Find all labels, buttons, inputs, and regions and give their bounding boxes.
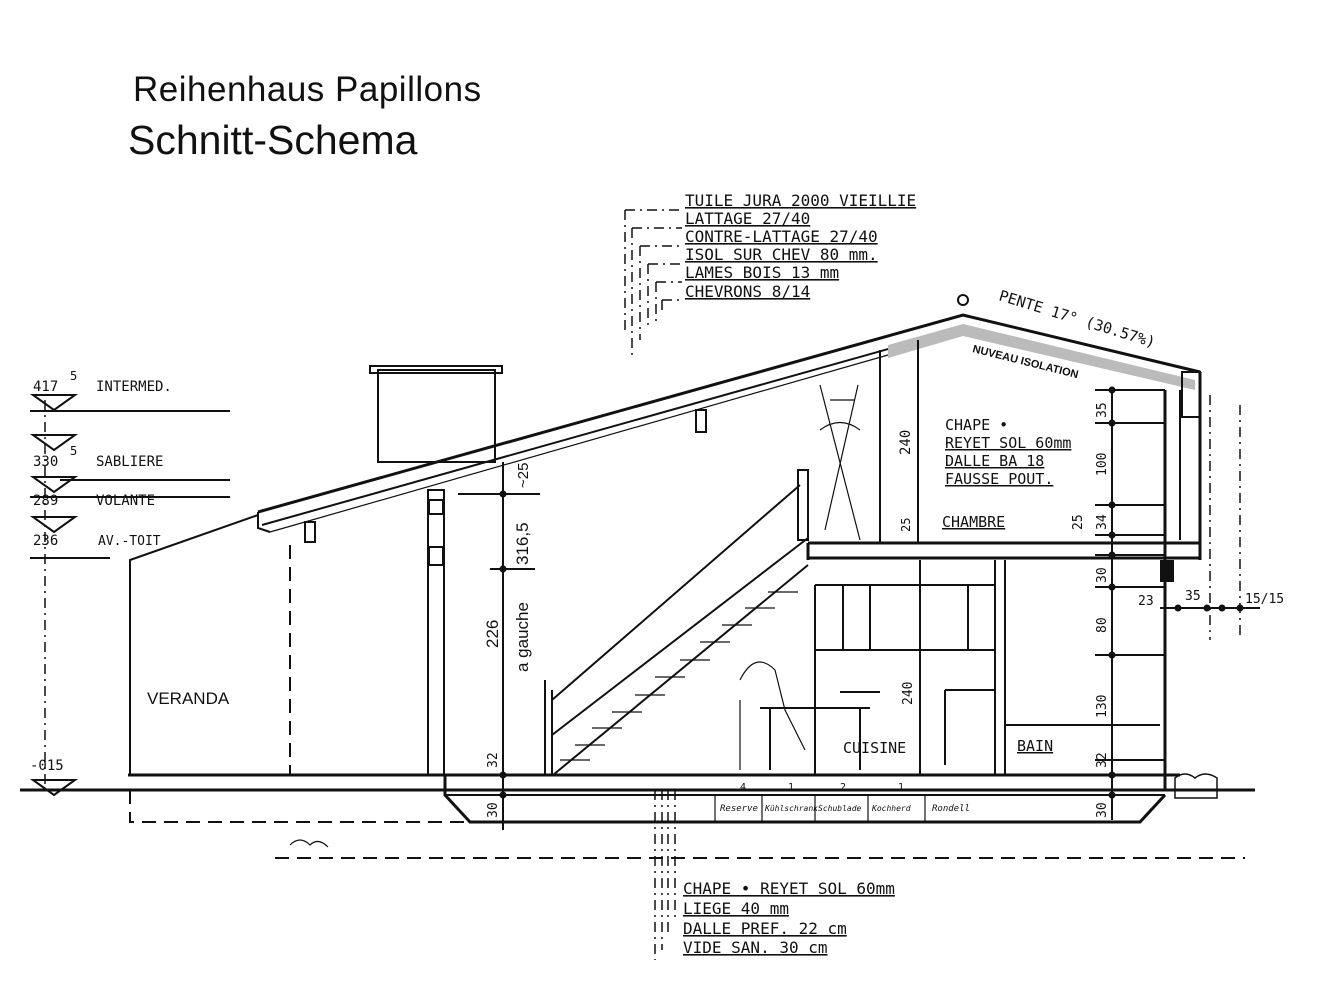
level-value: 330 <box>33 454 58 470</box>
dim-226: 226 <box>483 620 502 648</box>
staircase <box>544 469 809 776</box>
ground-floor: 240 CUISINE BAIN <box>739 560 1160 775</box>
chimney <box>377 369 496 463</box>
wall-dim: 35 <box>1185 589 1201 604</box>
room-label-cuisine: CUISINE <box>843 739 906 757</box>
dim-value: 80 <box>1095 617 1110 633</box>
dim-value: 30 <box>1095 802 1110 818</box>
level-label: AV.-TOIT <box>98 534 161 549</box>
dim-316-5: 316,5 <box>513 522 532 565</box>
dim-25: ~25 <box>515 463 532 488</box>
floor-layer-label: DALLE BA 18 <box>945 452 1044 470</box>
level-value: 236 <box>33 533 58 549</box>
cell-number: 1 <box>788 782 794 793</box>
veranda: VERANDA <box>129 489 445 776</box>
ground-layer-label: LIEGE 40 mm <box>683 899 789 918</box>
dim-value: 25 <box>1071 514 1086 530</box>
dim-value: 32 <box>1095 752 1110 768</box>
room-label-bain: BAIN <box>1017 737 1053 755</box>
roof-layer-label: TUILE JURA 2000 VIEILLIE <box>685 191 916 210</box>
roof-layer-labels: TUILE JURA 2000 VIEILLIE LATTAGE 27/40 C… <box>624 191 916 360</box>
level-label: INTERMED. <box>96 379 172 395</box>
dim-25-left: 25 <box>899 518 913 532</box>
cell-label: Kochherd <box>871 804 911 813</box>
roof-layer-label: ISOL SUR CHEV 80 mm. <box>685 245 878 264</box>
dim-value: 35 <box>1095 402 1110 418</box>
dim-a-gauche: a gauche <box>513 602 532 672</box>
level-sup: 5 <box>70 369 77 383</box>
cell-label: Reserve <box>720 804 758 814</box>
dim-value: 130 <box>1095 695 1110 718</box>
cell-number: 1 <box>898 782 904 793</box>
room-label-chambre: CHAMBRE <box>942 513 1005 531</box>
level-markers: 417 5 INTERMED. 330 5 SABLIERE 289 VOLAN… <box>29 369 230 797</box>
dim-30: 30 <box>486 802 501 818</box>
cell-number: 4 <box>740 782 746 793</box>
floor-layer-label: CHAPE • <box>945 416 1008 434</box>
ground-layer-labels: CHAPE • REYET SOL 60mm LIEGE 40 mm DALLE… <box>683 879 895 957</box>
wall-dim: 15/15 <box>1245 592 1284 607</box>
level-value: -015 <box>30 758 64 774</box>
floor-layer-label: REYET SOL 60mm <box>945 434 1071 452</box>
right-dimension-chain: 35 100 34 25 30 80 130 32 30 23 35 15/15 <box>1071 386 1284 820</box>
drawing-title: Reihenhaus Papillons <box>133 70 482 109</box>
cell-label: Schublade <box>818 804 862 813</box>
room-label-veranda: VERANDA <box>147 689 230 708</box>
dim-value: 34 <box>1095 514 1110 530</box>
dim-value: 100 <box>1095 453 1110 476</box>
upper-floor: CHAPE • REYET SOL 60mm DALLE BA 18 FAUSS… <box>806 340 1241 790</box>
person-figure <box>819 384 861 541</box>
cellar-cells: 4 Reserve 1 Kühlschrank 2 Schublade 1 Ko… <box>720 782 970 814</box>
level-label: VOLANTE <box>96 493 155 509</box>
level-label: SABLIERE <box>96 454 163 470</box>
roof-layer-label: CONTRE-LATTAGE 27/40 <box>685 227 878 246</box>
dim-value: 30 <box>1095 567 1110 583</box>
ground-layer-label: DALLE PREF. 22 cm <box>683 919 847 938</box>
ground-layer-label: CHAPE • REYET SOL 60mm <box>683 879 895 898</box>
dim-32: 32 <box>486 752 501 768</box>
ground-layer-label: VIDE SAN. 30 cm <box>683 938 828 957</box>
wall-dim: 23 <box>1138 594 1154 609</box>
cell-number: 2 <box>840 782 846 793</box>
cell-label: Rondell <box>932 804 970 814</box>
level-value: 289 <box>33 493 58 509</box>
floor-layer-label: FAUSSE POUT. <box>945 470 1053 488</box>
drawing-subtitle: Schnitt-Schema <box>128 117 418 163</box>
dim-height-lower: 240 <box>901 682 916 705</box>
level-sup: 5 <box>70 444 77 458</box>
roof-layer-label: LAMES BOIS 13 mm <box>685 263 839 282</box>
level-value: 417 <box>33 379 58 395</box>
stair-dimensions: 226 a gauche 316,5 ~25 32 30 <box>458 462 540 830</box>
ground-slab <box>20 773 1255 960</box>
roof <box>257 294 1201 543</box>
dim-height-upper: 240 <box>898 430 914 455</box>
cell-label: Kühlschrank <box>764 804 818 813</box>
roof-layer-label: CHEVRONS 8/14 <box>685 282 810 301</box>
roof-layer-label: LATTAGE 27/40 <box>685 209 810 228</box>
